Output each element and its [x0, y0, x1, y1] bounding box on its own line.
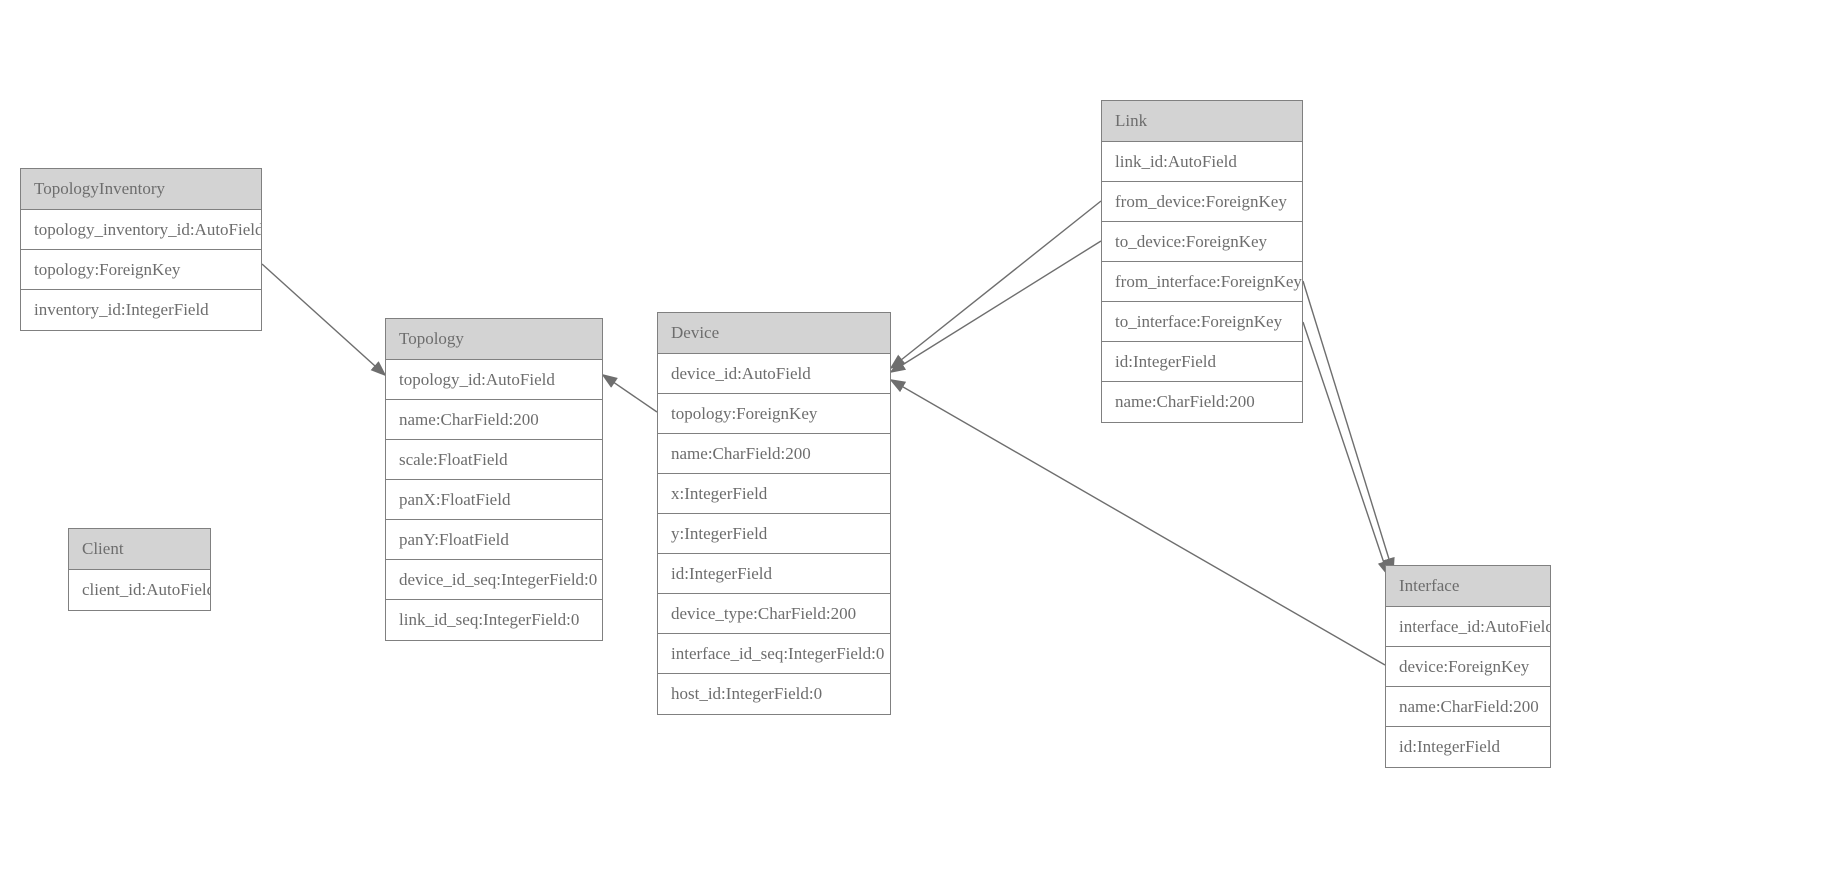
entity-title: Link [1102, 101, 1302, 142]
entity-field: device_id:AutoField [658, 354, 890, 394]
entity-field: panY:FloatField [386, 520, 602, 560]
entity-client[interactable]: Client client_id:AutoField [68, 528, 211, 611]
entity-field: device_type:CharField:200 [658, 594, 890, 634]
entity-field: id:IntegerField [658, 554, 890, 594]
entity-field: name:CharField:200 [1386, 687, 1550, 727]
entity-field: id:IntegerField [1386, 727, 1550, 767]
entity-topologyinventory[interactable]: TopologyInventory topology_inventory_id:… [20, 168, 262, 331]
entity-link[interactable]: Link link_id:AutoField from_device:Forei… [1101, 100, 1303, 423]
entity-interface[interactable]: Interface interface_id:AutoField device:… [1385, 565, 1551, 768]
edge-topologyinventory-topology [261, 263, 387, 377]
entity-field: link_id:AutoField [1102, 142, 1302, 182]
entity-field: name:CharField:200 [658, 434, 890, 474]
entity-field: from_device:ForeignKey [1102, 182, 1302, 222]
edge-device-topology [601, 373, 658, 413]
entity-title: TopologyInventory [21, 169, 261, 210]
edge-link-from-interface [1302, 280, 1395, 574]
entity-field: interface_id_seq:IntegerField:0 [658, 634, 890, 674]
entity-topology[interactable]: Topology topology_id:AutoField name:Char… [385, 318, 603, 641]
entity-title: Interface [1386, 566, 1550, 607]
edge-link-to-device [889, 240, 1102, 374]
entity-field: name:CharField:200 [386, 400, 602, 440]
entity-field: host_id:IntegerField:0 [658, 674, 890, 714]
entity-field: name:CharField:200 [1102, 382, 1302, 422]
entity-title: Client [69, 529, 210, 570]
entity-title: Topology [386, 319, 602, 360]
entity-field: topology:ForeignKey [21, 250, 261, 290]
entity-field: topology:ForeignKey [658, 394, 890, 434]
entity-field: topology_inventory_id:AutoField [21, 210, 261, 250]
entity-field: device:ForeignKey [1386, 647, 1550, 687]
entity-field: interface_id:AutoField [1386, 607, 1550, 647]
entity-field: topology_id:AutoField [386, 360, 602, 400]
entity-device[interactable]: Device device_id:AutoField topology:Fore… [657, 312, 891, 715]
entity-field: to_device:ForeignKey [1102, 222, 1302, 262]
entity-field: panX:FloatField [386, 480, 602, 520]
entity-field: inventory_id:IntegerField [21, 290, 261, 330]
entity-field: client_id:AutoField [69, 570, 210, 610]
edge-link-from-device [889, 200, 1102, 370]
entity-field: link_id_seq:IntegerField:0 [386, 600, 602, 640]
entity-field: device_id_seq:IntegerField:0 [386, 560, 602, 600]
edge-link-to-interface [1302, 321, 1390, 577]
entity-field: to_interface:ForeignKey [1102, 302, 1302, 342]
entity-field: id:IntegerField [1102, 342, 1302, 382]
entity-field: scale:FloatField [386, 440, 602, 480]
entity-field: from_interface:ForeignKey [1102, 262, 1302, 302]
entity-title: Device [658, 313, 890, 354]
entity-field: x:IntegerField [658, 474, 890, 514]
entity-field: y:IntegerField [658, 514, 890, 554]
